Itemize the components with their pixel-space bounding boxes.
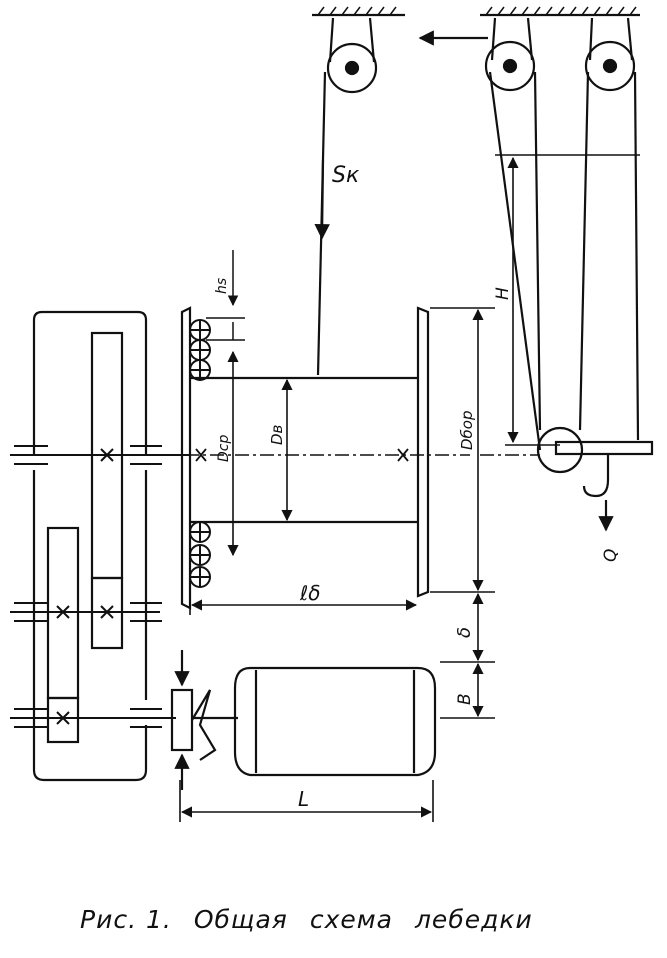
label-h: H <box>493 287 513 300</box>
dimension-l-drum <box>189 599 418 615</box>
label-dv: Dв <box>268 424 286 445</box>
label-dsr: Dср <box>216 435 232 462</box>
label-sk: Sк <box>332 163 360 188</box>
caption-word-1: Общая <box>193 905 288 934</box>
electric-motor <box>233 666 437 777</box>
pulley-right <box>584 17 636 92</box>
label-q: Q <box>601 549 621 562</box>
rope-coils-top <box>189 319 211 381</box>
label-b: B <box>455 693 475 705</box>
rope-coils-bottom <box>189 521 211 588</box>
label-hs: hs <box>214 278 230 294</box>
figure-caption: Рис. 1. Общая схема лебедки <box>80 905 555 934</box>
label-l-motor: L <box>298 787 309 811</box>
brake <box>170 650 217 790</box>
gear-center-marks <box>56 448 114 725</box>
pulley-left <box>326 17 378 94</box>
dimension-l-motor <box>179 780 434 822</box>
ceiling-mount-right <box>480 6 640 17</box>
dimension-h <box>495 154 640 446</box>
sk-force-arrow <box>314 159 330 240</box>
label-dbor: Dбор <box>458 411 476 451</box>
dimension-dbor <box>430 307 495 593</box>
ceiling-mount-left <box>312 6 405 17</box>
drum-bearing-right <box>397 448 409 462</box>
label-l-drum: ℓδ <box>299 581 321 605</box>
gearbox-shafts <box>10 454 190 719</box>
caption-prefix: Рис. 1. <box>80 905 172 934</box>
gearbox-housing <box>32 310 148 782</box>
dimension-hs <box>206 250 245 341</box>
label-delta: δ <box>454 627 475 638</box>
caption-word-2: схема <box>309 905 393 934</box>
drum-flange-left <box>180 306 192 610</box>
gearbox-bearings <box>14 445 162 728</box>
caption-word-3: лебедки <box>414 905 533 934</box>
drum-bearing-left <box>195 448 207 462</box>
pulley-middle <box>484 17 536 92</box>
gear-small-bottom <box>46 696 80 744</box>
dimension-delta-b <box>440 592 495 719</box>
hook-block <box>536 426 654 498</box>
drum-flange-right <box>416 306 430 598</box>
